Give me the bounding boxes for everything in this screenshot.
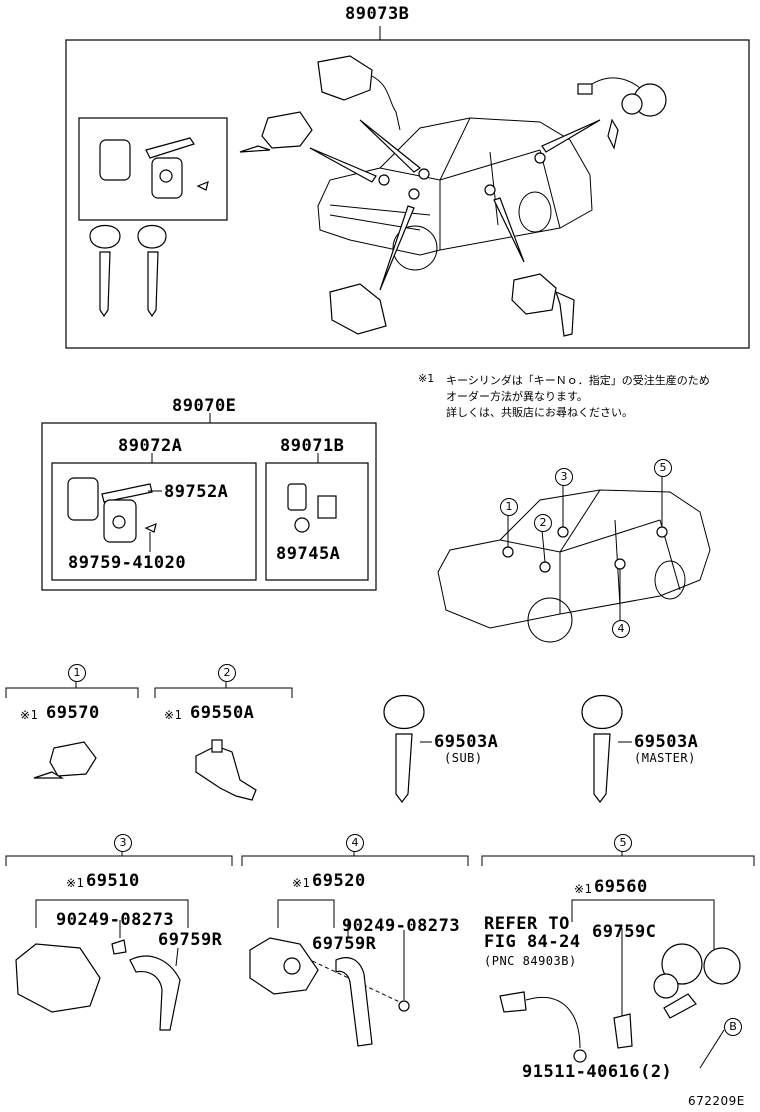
label-key-master-part: 69503A [634,732,699,752]
label-key-sub-part: 69503A [434,732,499,752]
section-3-number: 3 [114,834,132,852]
label-69560: 69560 [594,877,648,897]
door-lock-sketch-bottom-right [511,273,575,337]
section-1-mark: ※1 [20,708,39,722]
label-69759R-s4: 69759R [312,934,377,954]
label-69759R-s3: 69759R [158,930,223,950]
callout-2: 2 [534,514,552,532]
section-3-mark: ※1 [66,876,85,890]
key-blank-sketch [67,477,162,552]
note-line-3: 詳しくは、共販店にお尋ねください。 [446,406,633,419]
tailgate-lock-69560-sketch [499,943,741,1063]
section-4-bracket [241,855,469,866]
note-line-1: キーシリンダは「キーＮｏ．指定」の受注生産のため [446,374,710,387]
callout-1: 1 [500,498,518,516]
key-inset-frame [78,117,228,221]
section-5-bracket [481,855,755,866]
callout-B: B [724,1018,742,1036]
label-89752A: 89752A [164,482,229,502]
key-master-sketch [581,694,632,803]
refer-line-2: FIG 84-24 [484,932,581,952]
refer-pnc: (PNC 84903B) [484,954,577,968]
note-mark: ※1 [418,372,435,385]
label-key-sub: (SUB) [444,751,483,765]
figure-id: 672209E [688,1094,745,1108]
section-2-bracket [154,687,293,698]
rear-lock-sketch-top [577,77,667,150]
label-90249-08273-s4: 90249-08273 [342,916,461,936]
note-line-2: オーダー方法が異なります。 [446,390,588,403]
kit-89073B-frame [65,39,750,349]
car-illustration-top [309,117,601,291]
label-91511-40616: 91511-40616(2) [522,1062,673,1082]
ignition-sketch-top [317,55,401,131]
label-90249-08273-s3: 90249-08273 [56,910,175,930]
section-1-number: 1 [68,664,86,682]
section-4-mark: ※1 [292,876,311,890]
label-89072A: 89072A [118,436,183,456]
kit-89072A-frame [51,462,257,581]
section-2-mark: ※1 [164,708,183,722]
cylinder-sketch-top-left [239,111,313,153]
label-key-master: (MASTER) [634,751,696,765]
section-5-mark: ※1 [574,882,593,896]
label-89070E: 89070E [172,396,237,416]
label-89073B: 89073B [345,4,410,24]
label-69520: 69520 [312,871,366,891]
door-lock-sketch-bottom-left [329,283,387,335]
label-89745A: 89745A [276,544,341,564]
kit-89070E-frame [41,422,377,591]
door-lock-69510-sketch [15,939,181,1031]
refer-line-1: REFER TO [484,914,570,934]
label-69570: 69570 [46,703,100,723]
key-cylinder-69570-sketch [33,741,97,779]
section-3-bracket [5,855,233,866]
section-5-number: 5 [614,834,632,852]
section-2-number: 2 [218,664,236,682]
keys-sketch-top [89,224,167,318]
callout-3: 3 [555,468,573,486]
door-lock-69520-sketch [249,937,410,1047]
section-1-bracket [5,687,139,698]
label-69759C: 69759C [592,922,657,942]
callout-5: 5 [654,459,672,477]
section-4-number: 4 [346,834,364,852]
key-inset-sketch [99,137,209,199]
label-69550A: 69550A [190,703,255,723]
label-89071B: 89071B [280,436,345,456]
key-sub-sketch [383,694,432,803]
transponder-sketch [287,483,337,533]
car-illustration-middle [437,476,711,643]
label-89759-41020: 89759-41020 [68,553,187,573]
label-69510: 69510 [86,871,140,891]
callout-4: 4 [612,620,630,638]
kit-89071B-frame [265,462,369,581]
key-cylinder-69550A-sketch [195,739,257,801]
